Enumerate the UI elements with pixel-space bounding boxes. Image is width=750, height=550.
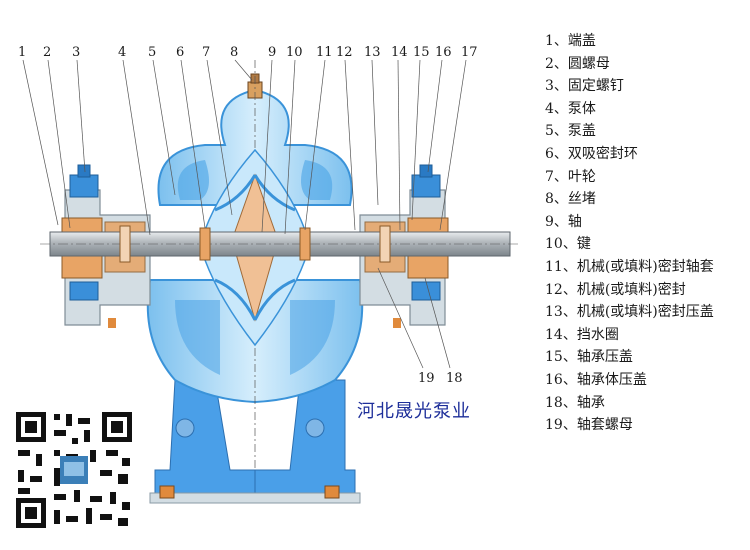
callout-label: 13 — [364, 45, 381, 60]
callout-7: 7 — [202, 45, 233, 216]
callout-label: 11 — [316, 45, 333, 60]
callout-5: 5 — [148, 45, 176, 196]
callout-label: 15 — [413, 45, 430, 60]
callout-9: 9 — [261, 45, 276, 233]
shaft — [40, 225, 520, 263]
legend-item: 13、机械(或填料)密封压盖 — [545, 304, 714, 321]
parts-legend: 1、端盖 2、圆螺母 3、固定螺钉 4、泵体 5、泵盖 6、双吸密封环 7、叶轮… — [545, 30, 750, 437]
callout-label: 5 — [148, 45, 156, 60]
callout-labels: 1 2 3 4 5 6 7 8 9 10 11 12 13 14 15 16 1… — [18, 45, 478, 386]
callout-14: 14 — [391, 45, 408, 231]
legend-item: 16、轴承体压盖 — [545, 371, 647, 388]
callout-8: 8 — [230, 45, 253, 81]
callout-19: 19 — [377, 267, 435, 386]
legend-item: 6、双吸密封环 — [545, 145, 638, 162]
callout-label: 12 — [336, 45, 353, 60]
callout-label: 9 — [268, 45, 276, 60]
legend-item: 11、机械(或填料)密封轴套 — [545, 258, 714, 275]
legend-item: 10、键 — [545, 236, 591, 253]
bearing-housing-right — [359, 164, 449, 328]
callout-4: 4 — [118, 45, 151, 236]
pump-base — [149, 379, 361, 504]
legend-item: 4、泵体 — [545, 100, 596, 117]
callout-15: 15 — [411, 45, 430, 221]
legend-item: 12、机械(或填料)密封 — [545, 281, 686, 298]
callout-label: 14 — [391, 45, 408, 60]
callout-16: 16 — [427, 45, 452, 173]
callout-10: 10 — [284, 45, 303, 235]
company-name: 河北晟光泵业 — [357, 401, 471, 422]
legend-item: 3、固定螺钉 — [545, 78, 624, 95]
callout-3: 3 — [72, 45, 86, 173]
callout-2: 2 — [43, 45, 71, 229]
callout-label: 2 — [43, 45, 51, 60]
qr-code-icon — [14, 410, 134, 530]
legend-item: 14、挡水圈 — [545, 326, 619, 343]
callout-label: 10 — [286, 45, 303, 60]
legend-item: 8、丝堵 — [545, 191, 596, 208]
legend-item: 5、泵盖 — [545, 123, 596, 140]
legend-item: 9、轴 — [545, 213, 582, 230]
callout-label: 6 — [176, 45, 184, 60]
callout-12: 12 — [336, 45, 356, 231]
legend-item: 19、轴套螺母 — [545, 417, 633, 434]
callout-label: 4 — [118, 45, 126, 60]
callout-label: 19 — [418, 371, 435, 386]
callout-label: 8 — [230, 45, 238, 60]
callout-label: 16 — [435, 45, 452, 60]
callout-6: 6 — [176, 45, 206, 229]
legend-item: 1、端盖 — [545, 33, 596, 49]
legend-item: 15、轴承压盖 — [545, 349, 633, 366]
legend-item: 2、圆螺母 — [545, 55, 610, 72]
callout-17: 17 — [439, 45, 478, 231]
callout-1: 1 — [18, 45, 59, 226]
callout-18: 18 — [424, 277, 463, 386]
callout-label: 3 — [72, 45, 80, 60]
callout-label: 1 — [18, 45, 26, 60]
callout-label: 17 — [461, 45, 478, 60]
callout-label: 18 — [446, 371, 463, 386]
callout-13: 13 — [364, 45, 381, 206]
legend-item: 7、叶轮 — [545, 168, 596, 185]
callout-label: 7 — [202, 45, 210, 60]
callout-11: 11 — [304, 45, 333, 231]
legend-item: 18、轴承 — [545, 394, 605, 411]
